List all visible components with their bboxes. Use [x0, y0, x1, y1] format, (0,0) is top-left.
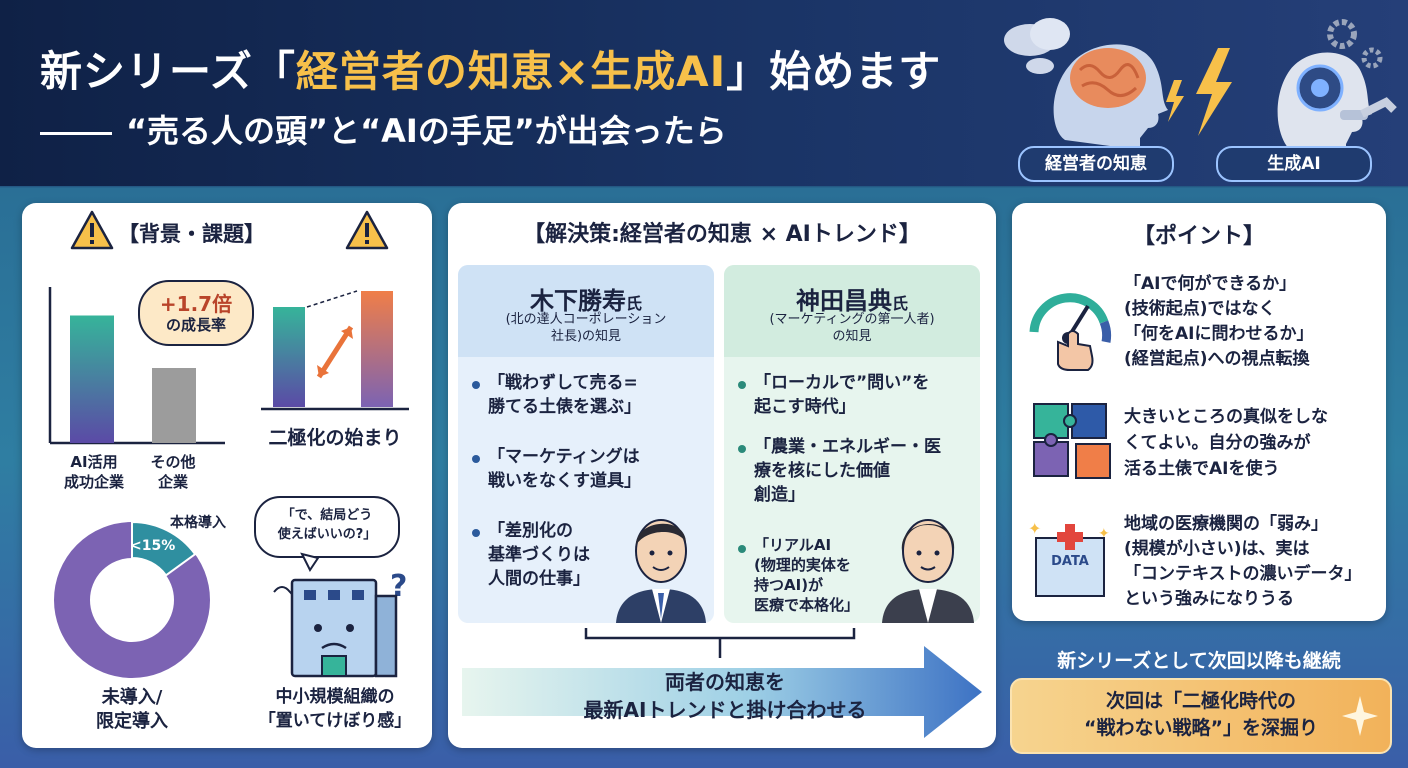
continue-label: 新シリーズとして次回以降も継続	[1057, 650, 1341, 672]
bullet-dot	[472, 455, 480, 463]
points-title: 【ポイント】	[1132, 224, 1265, 249]
title-post: 」始めます	[726, 47, 942, 96]
sme-label: 中小規模組織の 「置いてけぼり感」	[258, 687, 412, 731]
pill-genai: 生成AI	[1216, 146, 1372, 182]
growth-bar-chart	[48, 287, 225, 445]
kanda-role: (マーケティングの第一人者) の知見	[769, 312, 935, 344]
title-pre: 新シリーズ「	[40, 47, 296, 96]
bar-2	[152, 368, 196, 443]
polarization-label: 二極化の始まり	[268, 427, 402, 449]
kanda-bullet-1: 「ローカルで”問い”を 起こす時代」	[754, 373, 930, 417]
kanda-bullet-3: 「リアルAI (物理的実体を 持つAI)が 医療で本格化」	[754, 536, 860, 614]
warning-icon	[345, 210, 389, 250]
point-2: 大きいところの真似をしな くてよい。自分の強みが 活る土俵でAIを使う	[1124, 407, 1328, 479]
solution-title: 【解決策:経営者の知恵 × AIトレンド】	[523, 222, 921, 247]
kanda-name: 神田昌典氏	[795, 287, 908, 315]
cloud-icon	[1004, 18, 1070, 74]
growth-badge-value: +1.7倍	[159, 292, 233, 316]
lightning-icon	[1166, 48, 1232, 136]
donut-percent: <15%	[130, 538, 176, 554]
adoption-donut-chart	[54, 520, 210, 678]
kanda-bullet-2: 「農業・エネルギー・医 療を核にした価値 創造」	[754, 437, 941, 505]
bar-label-others: その他 企業	[150, 453, 196, 491]
gauge-hand-icon	[1029, 293, 1112, 371]
kinoshita-bullet-2: 「マーケティングは 戦いをなくす道具」	[488, 447, 641, 491]
speech-bubble: 「で、結局どう 使えばいいの?」	[254, 496, 400, 558]
kanda-column: 神田昌典氏 (マーケティングの第一人者) の知見 「ローカルで”問い”を 起こす…	[724, 265, 980, 623]
brain-robot-illustration	[1004, 18, 1397, 154]
bar-label-ai-success: AI活用 成功企業	[63, 453, 124, 491]
point-1: 「AIで何ができるか」 (技術起点)ではなく 「何をAIに問わせるか」 (経営起…	[1124, 274, 1314, 369]
gear-icon	[1327, 19, 1383, 69]
sparkle-icon	[1342, 696, 1378, 736]
kinoshita-column: 木下勝寿氏 (北の達人コーポレーション 社長)の知見 「戦わずして売る= 勝てる…	[458, 265, 714, 623]
kinoshita-bullet-1: 「戦わずして売る= 勝てる土俵を選ぶ」	[488, 373, 641, 417]
background-title: 【背景・課題】	[118, 222, 265, 246]
growth-badge: +1.7倍 の成長率	[138, 280, 254, 346]
bullet-dot	[738, 545, 746, 553]
title-highlight: 経営者の知恵×生成AI	[295, 47, 727, 96]
kinoshita-portrait	[616, 519, 706, 623]
header-banner: 新シリーズ「経営者の知恵×生成AI」始めます “売る人の頭”と“AIの手足”が出…	[0, 0, 1408, 186]
polarization-bar-low	[273, 307, 305, 407]
combine-text: 両者の知恵を 最新AIトレンドと掛け合わせる	[583, 670, 867, 722]
kinoshita-name: 木下勝寿氏	[529, 287, 642, 315]
confused-building-icon: ?	[273, 552, 407, 678]
warning-icon	[70, 210, 114, 250]
svg-text:✦: ✦	[1028, 519, 1041, 538]
robot-head-icon	[1277, 52, 1397, 154]
growth-badge-caption: の成長率	[165, 316, 226, 334]
bullet-dot	[472, 381, 480, 389]
next-episode-box: 次回は「二極化時代の “戦わない戦略”」を深掘り	[1010, 678, 1392, 754]
kinoshita-bullet-3: 「差別化の 基準づくりは 人間の仕事」	[488, 521, 590, 589]
hospital-data-icon: ✦ ✦	[1028, 519, 1110, 597]
point-3: 地域の医療機関の「弱み」 (規模が小さい)は、実は 「コンテキストの濃いデータ」…	[1124, 514, 1362, 609]
subtitle-text: “売る人の頭”と“AIの手足”が出会ったら	[126, 112, 727, 150]
bullet-dot	[472, 529, 480, 537]
polarization-chart	[261, 290, 409, 411]
next-episode-text: 次回は「二極化時代の “戦わない戦略”」を深掘り	[1084, 690, 1318, 739]
polarization-bar-high	[361, 291, 393, 407]
kanda-portrait	[882, 519, 974, 623]
donut-label-not-adopted: 未導入/ 限定導入	[96, 687, 168, 732]
donut-slice-adopted	[131, 520, 197, 577]
pill-wisdom: 経営者の知恵	[1018, 146, 1174, 182]
bullet-dot	[738, 445, 746, 453]
bar-1	[70, 315, 114, 443]
donut-label-adopted: 本格導入	[170, 515, 226, 531]
speech-text: 「で、結局どう 使えばいいの?」	[277, 508, 377, 542]
kanda-header: 神田昌典氏 (マーケティングの第一人者) の知見	[724, 265, 980, 357]
page-subtitle: “売る人の頭”と“AIの手足”が出会ったら	[40, 106, 727, 152]
subtitle-dash	[40, 131, 112, 135]
page-title: 新シリーズ「経営者の知恵×生成AI」始めます	[40, 38, 941, 99]
double-arrow-icon	[316, 325, 354, 379]
data-sign: DATA	[1051, 554, 1089, 569]
kinoshita-role: (北の達人コーポレーション 社長)の知見	[505, 312, 667, 344]
combine-arrow	[462, 628, 982, 738]
kinoshita-header: 木下勝寿氏 (北の達人コーポレーション 社長)の知見	[458, 265, 714, 357]
bullet-dot	[738, 381, 746, 389]
puzzle-icon	[1033, 403, 1111, 479]
human-head-icon	[1053, 44, 1168, 150]
